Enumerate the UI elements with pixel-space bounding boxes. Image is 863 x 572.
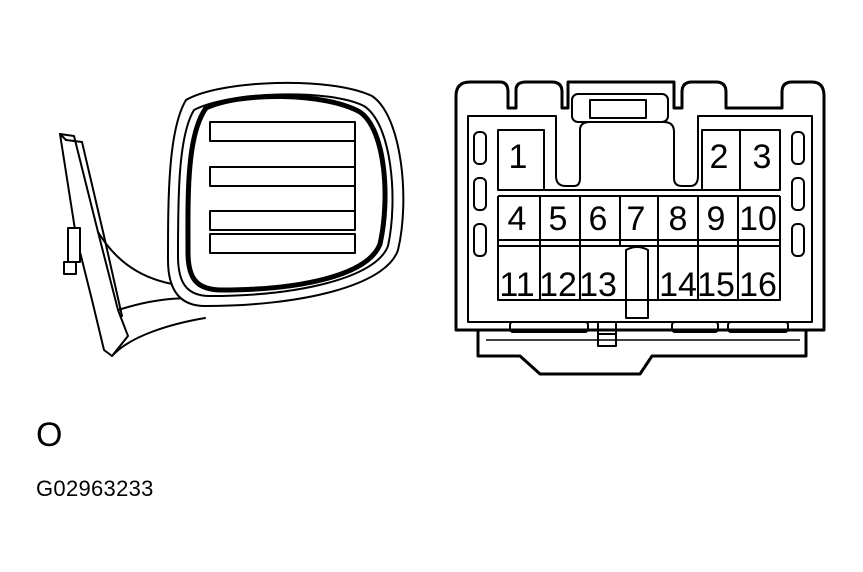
pin-label-11: 11 [499, 266, 534, 304]
pin-label-12: 12 [539, 266, 577, 304]
pin-label-13: 13 [579, 266, 617, 304]
connector-body [454, 80, 826, 376]
pin-label-9: 9 [707, 200, 726, 238]
pin-label-2: 2 [710, 138, 729, 176]
pin-label-1: 1 [509, 138, 528, 176]
pin-label-8: 8 [669, 200, 688, 238]
pin-label-10: 10 [739, 200, 777, 238]
pin-label-4: 4 [508, 200, 527, 238]
pin-label-15: 15 [697, 266, 735, 304]
pin-label-3: 3 [753, 138, 772, 176]
pin-label-7: 7 [627, 200, 646, 238]
side-mirror-illustration [59, 81, 405, 357]
figure-code: G02963233 [36, 476, 154, 501]
pin-label-16: 16 [739, 266, 777, 304]
pin-label-6: 6 [589, 200, 608, 238]
view-letter: O [36, 416, 63, 454]
pin-label-14: 14 [659, 266, 697, 304]
pin-label-5: 5 [549, 200, 568, 238]
